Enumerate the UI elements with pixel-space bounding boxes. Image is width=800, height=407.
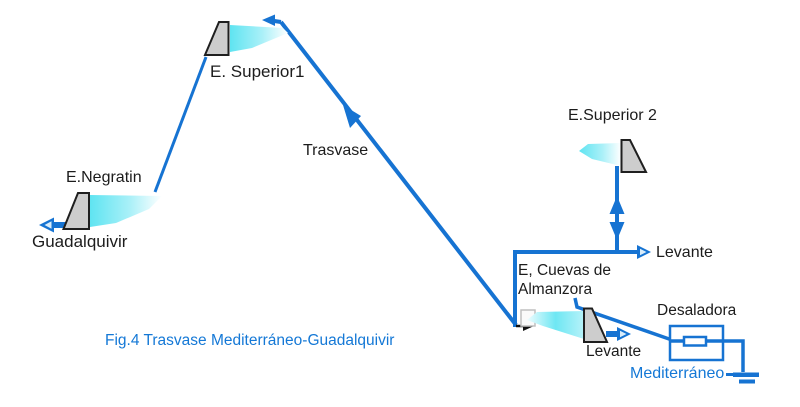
levante-east-arrow-inner — [640, 248, 647, 256]
reservoir-icon-superior1 — [203, 21, 288, 56]
dam-icon-superior2 — [620, 139, 648, 173]
water-superior1 — [230, 25, 288, 52]
label-levante-east: Levante — [656, 244, 713, 261]
label-desaladora: Desaladora — [657, 302, 737, 319]
dam-icon-superior1 — [203, 21, 230, 56]
water-negratin — [90, 195, 162, 227]
pipe-cuevas-desaladora — [573, 297, 673, 342]
superior1-inlet-arrow-icon — [262, 14, 275, 26]
guadalquivir-arrow-inner — [44, 221, 52, 229]
levante-south-arrow-inner — [620, 330, 627, 338]
label-negratin: E.Negratin — [66, 169, 142, 186]
label-cuevas-line1: E, Cuevas de — [518, 262, 612, 279]
label-mediterraneo: Mediterráneo — [630, 365, 725, 382]
reservoir-icon-cuevas — [520, 307, 609, 343]
desaladora-unit — [668, 324, 745, 372]
figure-caption: Fig.4 Trasvase Mediterráneo-Guadalquivir — [105, 332, 395, 349]
two-way-flow-down-arrow-icon — [609, 222, 625, 240]
label-superior1: E. Superior1 — [210, 62, 305, 81]
dam-icon-cuevas — [583, 307, 609, 343]
label-levante-south: Levante — [586, 343, 642, 360]
ground-bar-bottom — [739, 379, 755, 384]
ground-bar-top — [733, 372, 759, 377]
label-superior2: E.Superior 2 — [568, 107, 657, 124]
label-trasvase: Trasvase — [303, 142, 369, 159]
label-guadalquivir: Guadalquivir — [32, 232, 128, 251]
reservoir-icon-negratin — [62, 192, 162, 230]
two-way-flow-up-arrow-icon — [609, 196, 625, 214]
reservoir-icon-superior2 — [579, 139, 648, 173]
pipe-trasvase-diagonal — [279, 20, 518, 327]
water-cuevas — [527, 311, 584, 339]
label-cuevas-line2: Almanzora — [518, 281, 593, 298]
pipe-negratin-superior1 — [153, 56, 208, 193]
desaladora-element — [682, 335, 708, 347]
dam-icon-negratin — [62, 192, 90, 230]
water-superior2 — [579, 143, 621, 166]
trasvase-flow-arrow-icon — [343, 105, 361, 128]
label-cuevas: E, Cuevas de Almanzora — [518, 261, 611, 299]
mediterraneo-ground-icon — [726, 372, 759, 384]
